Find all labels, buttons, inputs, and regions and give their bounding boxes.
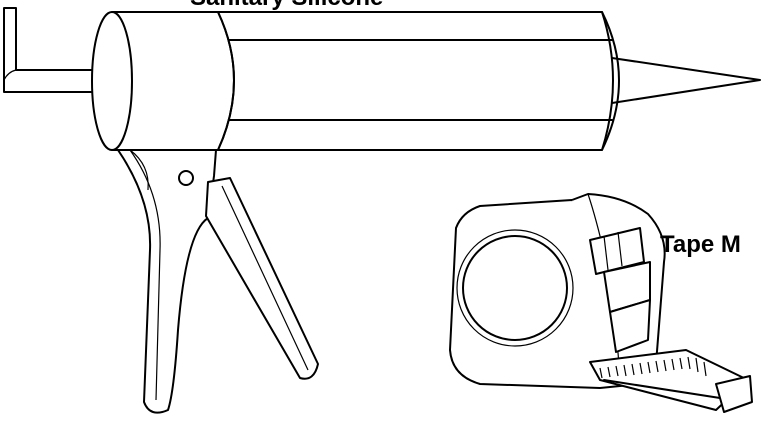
- caulking-gun: [3, 7, 761, 414]
- end-cap: [91, 11, 235, 151]
- trigger-lever: [205, 177, 319, 380]
- tape-measure: [449, 193, 753, 413]
- lock-button: [589, 227, 651, 353]
- handle: [117, 149, 217, 414]
- nozzle: [611, 57, 761, 104]
- tape-dial: [462, 235, 568, 341]
- tape-label: Tape M: [660, 231, 741, 258]
- blade-markings: [599, 356, 707, 379]
- caulk-label: Sanitary Silicone: [190, 0, 383, 11]
- pivot-hole: [178, 170, 194, 186]
- cartridge-barrel: [199, 11, 620, 151]
- tape-blade: [589, 349, 753, 413]
